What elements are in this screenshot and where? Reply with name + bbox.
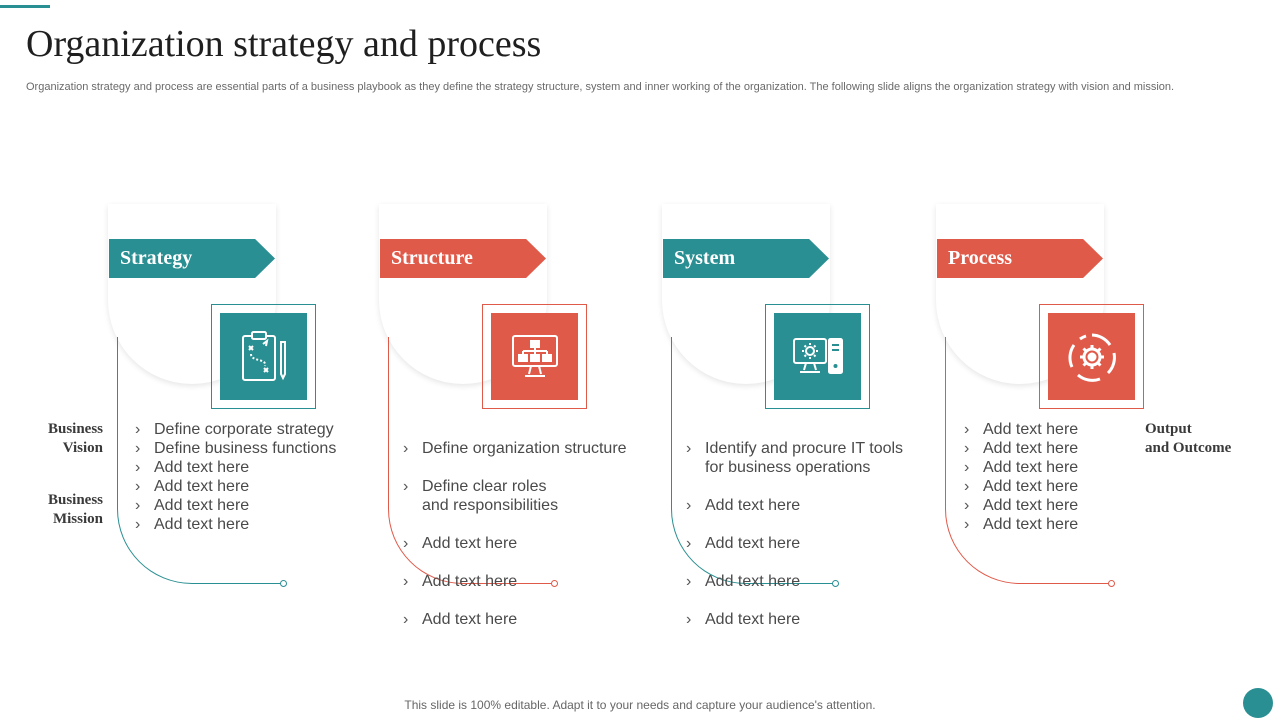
org-chart-monitor-icon [511,334,558,377]
list-item: Add text here [135,515,350,534]
strategy-banner: Strategy [109,239,275,278]
structure-icon-outline [482,304,587,409]
system-icon-outline [765,304,870,409]
list-item: Add text here [964,477,1134,496]
gear-cycle-icon [1068,333,1116,382]
process-connector-arc [945,337,1110,584]
list-item: Define organization structure [403,439,643,458]
strategy-bullet-list: Define corporate strategy Define busines… [135,420,350,534]
top-accent-bar [0,5,50,8]
business-mission-label: Business Mission [47,492,103,527]
system-banner: System [663,239,829,278]
strategy-connector-arc [117,337,282,584]
list-item: Add text here [686,610,926,629]
process-banner: Process [937,239,1103,278]
footer-note: This slide is 100% editable. Adapt it to… [404,698,876,712]
clipboard-strategy-icon [241,330,286,381]
strategy-connector-end-dot [280,580,287,587]
page-subtitle: Organization strategy and process are es… [26,81,1175,93]
page-title: Organization strategy and process [26,23,542,65]
strategy-icon-box [220,313,307,400]
list-item: Add text here [964,496,1134,515]
strategy-icon-outline [211,304,316,409]
list-item: Add text here [135,477,350,496]
list-item: Add text here [964,439,1134,458]
list-item: Add text here [686,572,926,591]
list-item: Identify and procure IT tools for busine… [686,439,926,477]
structure-icon-box [491,313,578,400]
process-icon-outline [1039,304,1144,409]
list-item: Add text here [964,515,1134,534]
process-connector-end-dot [1108,580,1115,587]
list-item: Define corporate strategy [135,420,350,439]
list-item: Add text here [964,458,1134,477]
list-item: Define clear roles and responsibilities [403,477,643,515]
system-bullet-list: Identify and procure IT tools for busine… [686,420,926,648]
list-item: Add text here [686,534,926,553]
process-bullet-list: Add text here Add text here Add text her… [964,420,1134,534]
output-outcome-label: Output and Outcome [1145,421,1232,456]
list-item: Add text here [403,610,643,629]
business-vision-label: Business Vision [47,421,103,456]
list-item: Add text here [135,496,350,515]
structure-banner: Structure [380,239,546,278]
list-item: Add text here [403,534,643,553]
structure-bullet-list: Define organization structure Define cle… [403,420,643,648]
system-icon-box [774,313,861,400]
list-item: Define business functions [135,439,350,458]
corner-dot [1243,688,1273,718]
computer-gear-icon [792,337,843,374]
process-icon-box [1048,313,1135,400]
list-item: Add text here [964,420,1134,439]
list-item: Add text here [135,458,350,477]
list-item: Add text here [403,572,643,591]
list-item: Add text here [686,496,926,515]
